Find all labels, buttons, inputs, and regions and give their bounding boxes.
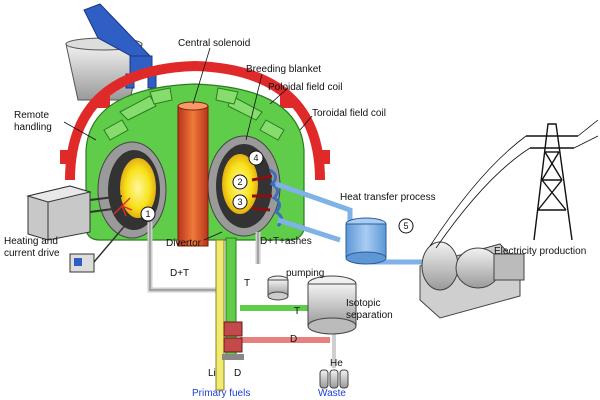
label-he: He bbox=[330, 358, 343, 369]
leader-lines bbox=[63, 47, 313, 241]
marker-4: 4 bbox=[248, 150, 264, 166]
label-li: Li bbox=[208, 368, 216, 379]
label-dt-ashes: D+T+ashes bbox=[260, 236, 312, 247]
label-pumping: pumping bbox=[286, 268, 324, 279]
heat-exchanger-tank bbox=[345, 217, 387, 265]
heat-exchanger-coil bbox=[269, 168, 283, 228]
marker-5: 5 bbox=[398, 218, 414, 234]
label-t-lower: T bbox=[294, 306, 300, 317]
label-heating-line2: current drive bbox=[4, 248, 60, 259]
isotopic-separation-unit bbox=[307, 275, 357, 335]
label-t-upper: T bbox=[244, 278, 250, 289]
label-toroidal-field-coil: Toroidal field coil bbox=[312, 108, 386, 119]
label-waste: Waste bbox=[318, 388, 346, 399]
tokamak-body bbox=[85, 83, 305, 247]
label-d-feed: D bbox=[234, 368, 241, 379]
fuel-manifold bbox=[222, 321, 244, 360]
label-heating-line1: Heating and bbox=[4, 236, 58, 247]
label-electricity-production: Electricity production bbox=[494, 246, 586, 257]
label-breeding-blanket: Breeding blanket bbox=[246, 64, 321, 75]
turbine-generator bbox=[419, 241, 525, 319]
plasma-left bbox=[120, 158, 156, 218]
toroidal-field-coil bbox=[60, 60, 330, 181]
label-poloidal-field-coil: Poloidal field coil bbox=[268, 82, 343, 93]
label-d-plus-t: D+T bbox=[170, 268, 189, 279]
label-remote-handling-line2: handling bbox=[14, 122, 52, 133]
heating-current-drive-unit bbox=[26, 185, 133, 273]
label-remote-handling-line1: Remote bbox=[14, 110, 49, 121]
electricity-pylon bbox=[429, 119, 599, 249]
waste-containers bbox=[319, 369, 349, 389]
marker-3: 3 bbox=[232, 194, 248, 210]
left-vessel bbox=[97, 141, 167, 239]
svg-text:4: 4 bbox=[253, 153, 258, 163]
label-central-solenoid: Central solenoid bbox=[178, 38, 250, 49]
central-solenoid bbox=[177, 101, 209, 247]
marker-1: 1 bbox=[140, 206, 156, 222]
label-isotopic-line1: Isotopic bbox=[346, 298, 380, 309]
label-primary-fuels: Primary fuels bbox=[192, 388, 250, 399]
label-heat-transfer-process: Heat transfer process bbox=[340, 192, 436, 203]
breeding-blanket-pipes bbox=[251, 174, 273, 212]
label-divertor: Divertor bbox=[166, 238, 202, 249]
label-isotopic-line2: separation bbox=[346, 310, 393, 321]
svg-text:5: 5 bbox=[403, 221, 408, 231]
svg-text:1: 1 bbox=[145, 209, 150, 219]
remote-handling-crane bbox=[65, 3, 157, 101]
svg-text:3: 3 bbox=[237, 197, 242, 207]
svg-text:2: 2 bbox=[237, 177, 242, 187]
label-d-line: D bbox=[290, 334, 297, 345]
pumping-unit bbox=[267, 275, 289, 301]
marker-2: 2 bbox=[232, 174, 248, 190]
